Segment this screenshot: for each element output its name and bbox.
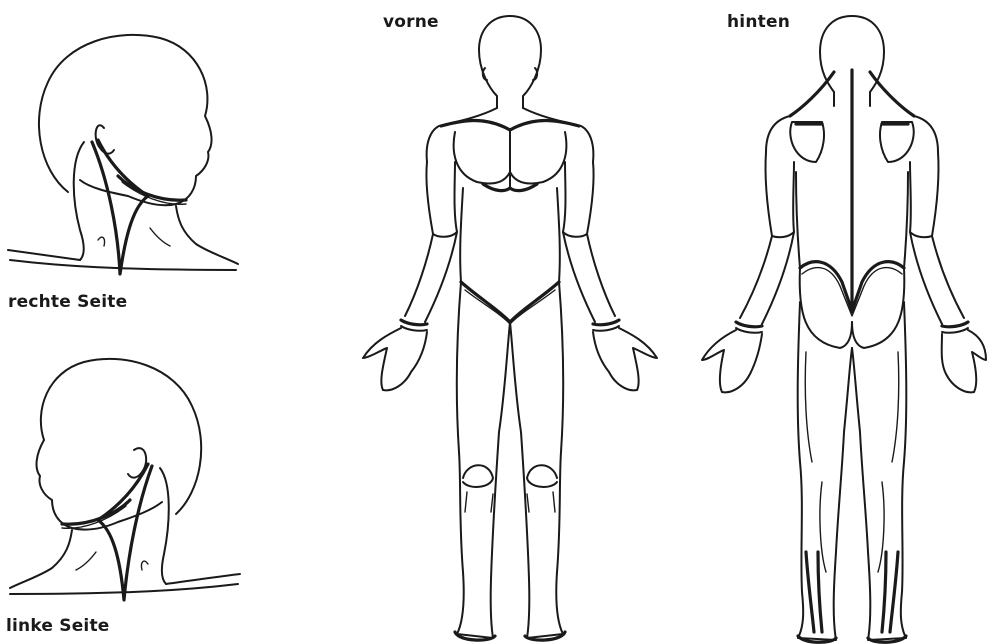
- body-back-view-illustration: [700, 12, 988, 642]
- left-side-label: linke Seite: [6, 616, 110, 636]
- front-legs: [455, 282, 565, 640]
- back-legs: [798, 302, 907, 642]
- right-side-label: rechte Seite: [8, 292, 127, 312]
- neck-left-outline: [10, 464, 240, 600]
- back-right-arm: [910, 152, 986, 392]
- back-torso: [766, 70, 938, 348]
- front-torso: [427, 108, 594, 324]
- head-neck-left-side-illustration: [0, 344, 250, 609]
- neck-right-outline: [8, 140, 238, 274]
- front-right-arm: [363, 162, 457, 390]
- front-head: [479, 16, 541, 108]
- body-front-view-illustration: [355, 12, 665, 642]
- back-left-arm: [702, 152, 794, 392]
- head-neck-right-side-illustration: [0, 20, 250, 285]
- front-left-arm: [563, 162, 657, 390]
